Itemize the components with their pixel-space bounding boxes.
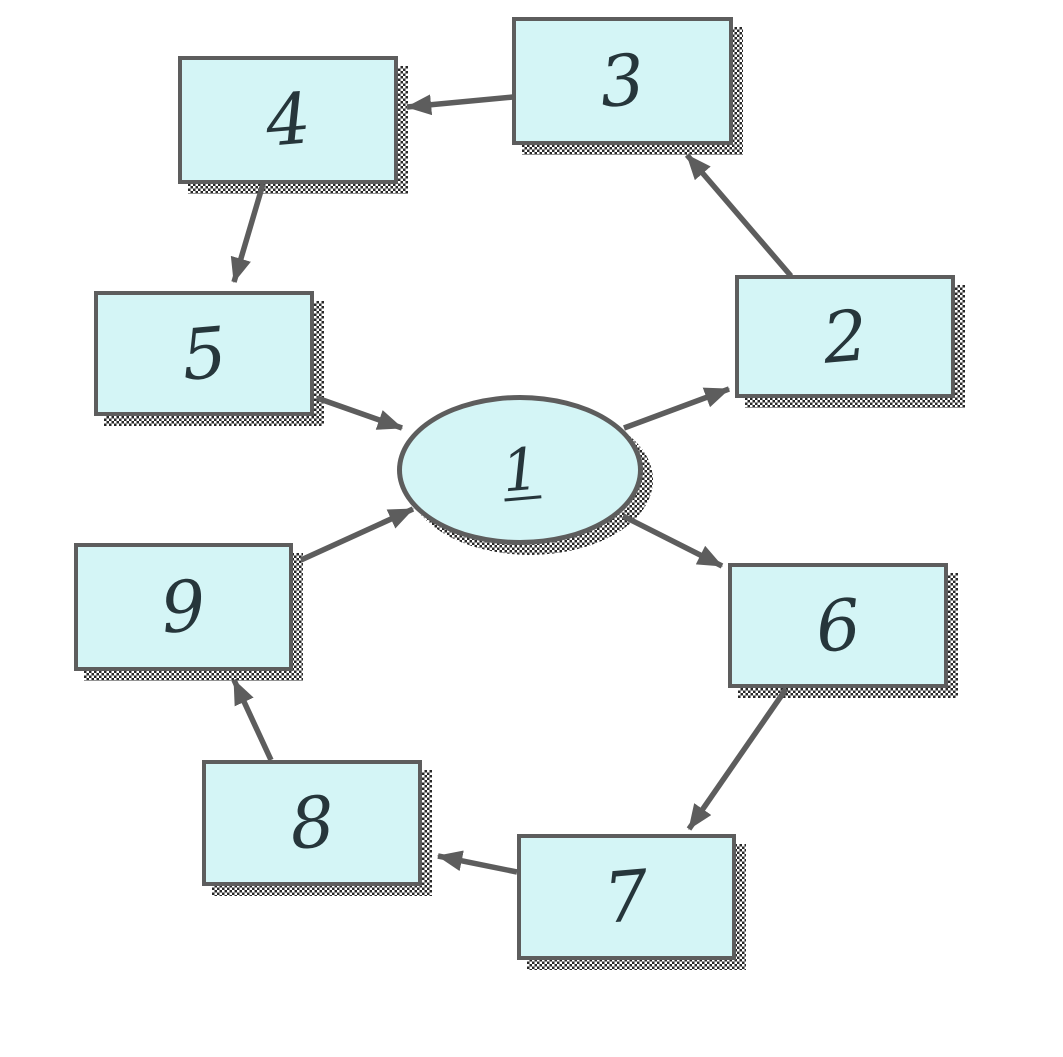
edge-9-to-1: [299, 506, 415, 563]
node-1-label: 1: [498, 434, 542, 506]
edge-8-to-9: [231, 678, 274, 762]
edge-1-to-2: [623, 386, 731, 431]
node-1: 1: [397, 395, 643, 545]
node-4-label: 4: [262, 77, 314, 163]
node-9-label: 9: [157, 564, 210, 650]
node-2: 2: [735, 275, 955, 398]
node-8: 8: [202, 760, 422, 886]
node-6-label: 6: [812, 582, 864, 669]
node-8-label: 8: [286, 780, 338, 866]
node-9: 9: [74, 543, 293, 671]
node-5: 5: [94, 291, 314, 416]
edge-5-to-1: [316, 395, 404, 431]
edge-3-to-4: [405, 94, 514, 116]
node-5-label: 5: [178, 310, 230, 397]
node-7-label: 7: [600, 854, 653, 940]
edge-7-to-8: [436, 850, 518, 875]
node-6: 6: [728, 563, 948, 688]
edge-4-to-5: [230, 183, 266, 284]
edge-6-to-7: [686, 687, 789, 831]
edge-2-to-3: [684, 153, 794, 278]
node-7: 7: [517, 834, 736, 960]
node-3: 3: [512, 17, 733, 145]
node-4: 4: [178, 56, 398, 184]
edge-1-to-6: [621, 513, 724, 569]
node-3-label: 3: [596, 38, 649, 124]
node-2-label: 2: [819, 293, 871, 380]
